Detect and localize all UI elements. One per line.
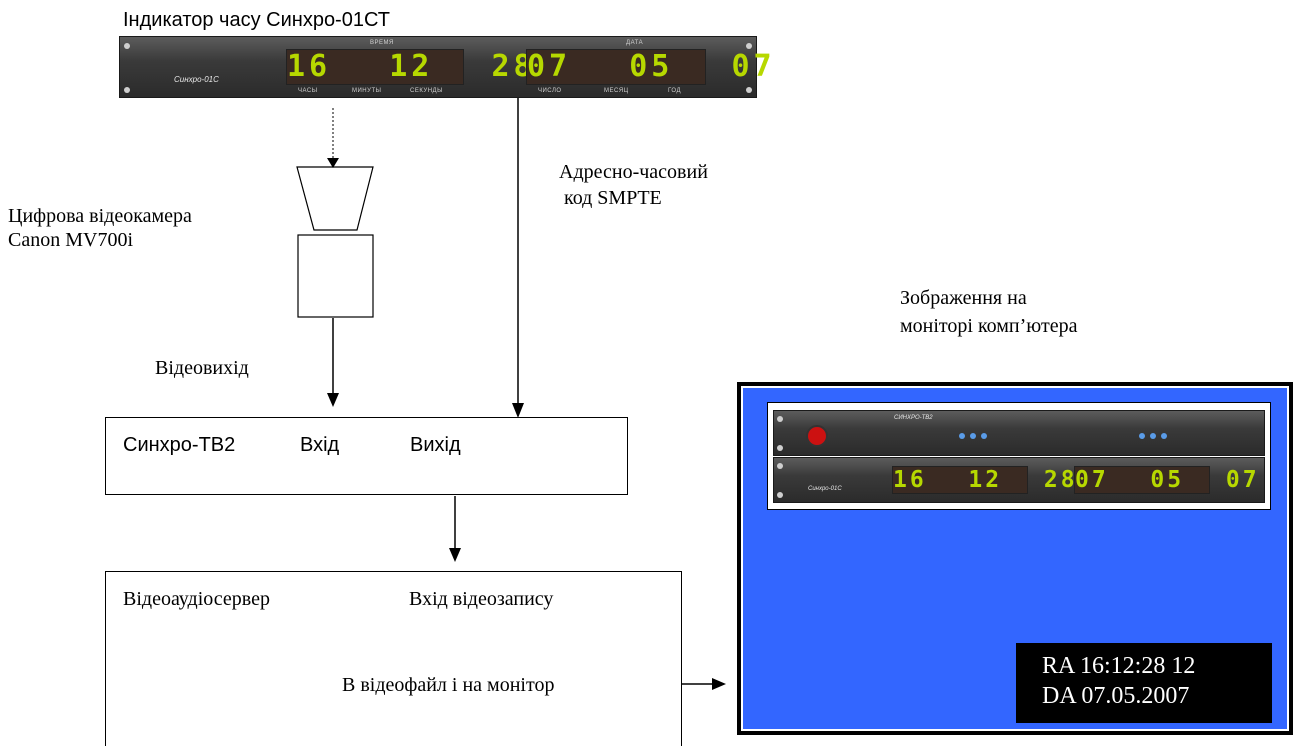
smpte-label-line1: Адресно-часовий: [559, 161, 708, 183]
day-caption: ЧИСЛО: [538, 88, 562, 94]
server-record-input-label: Вхід відеозапису: [409, 588, 554, 610]
power-button-icon: [806, 425, 828, 447]
osd-time-line: RA 16:12:28 12: [1042, 653, 1196, 679]
monitor-caption-line1: Зображення на: [900, 287, 1027, 309]
camera-output-label: Відеовихід: [155, 357, 249, 379]
rack-screw: [746, 43, 752, 49]
sync-tv2-name: Синхро-ТВ2: [123, 434, 236, 456]
indicator-title: Індикатор часу Синхро-01СТ: [123, 9, 390, 31]
month-digits: 05: [629, 49, 674, 84]
server-name: Відеоаудіосервер: [123, 588, 270, 610]
frame-hours-digits: 16: [893, 467, 927, 493]
led-icon: [1139, 433, 1145, 439]
month-caption: МЕСЯЦ: [604, 88, 629, 94]
frame-sync-01s-device: Синхро-01С 16 12 28 07 05 07: [773, 457, 1265, 503]
year-caption: ГОД: [668, 88, 682, 94]
smpte-code-arrowhead: [512, 403, 524, 418]
rack-screw: [746, 87, 752, 93]
sync-tv2-box: Синхро-ТВ2 Вхід Вихід: [105, 417, 628, 495]
sync-to-server-arrowhead: [449, 548, 461, 562]
camera-label-line2: Canon MV700i: [8, 229, 133, 251]
rack-screw: [777, 492, 783, 498]
date-header: ДАТА: [626, 40, 644, 46]
rack-screw: [777, 463, 783, 469]
time-header: ВРЕМЯ: [370, 40, 394, 46]
year-digits: 07: [731, 49, 776, 84]
frame-date-display: 07 05 07: [1074, 466, 1257, 494]
light-path-arrowhead: [327, 158, 339, 168]
frame-sync-tv2-device: СИНХРО-ТВ2: [773, 410, 1265, 456]
frame-minutes-digits: 12: [968, 467, 1003, 493]
led-icon: [970, 433, 976, 439]
led-icon: [981, 433, 987, 439]
monitor-caption-line2: моніторі комп’ютера: [900, 315, 1078, 337]
hours-digits: 16: [287, 49, 332, 84]
minutes-caption: МИНУТЫ: [352, 88, 382, 94]
minutes-digits: 12: [389, 49, 434, 84]
video-frame: СИНХРО-ТВ2 Синхро-01С 16 12 28: [767, 402, 1271, 510]
camera-video-out-arrowhead: [327, 393, 339, 407]
led-icon: [1150, 433, 1156, 439]
server-to-monitor-arrowhead: [712, 678, 726, 690]
frame-day-digits: 07: [1075, 467, 1109, 493]
seconds-digits: 28: [491, 49, 536, 84]
camera-body-shape: [297, 234, 374, 318]
smpte-label-line2: код SMPTE: [559, 187, 662, 209]
frame-top-brand: СИНХРО-ТВ2: [894, 415, 933, 421]
rack-screw: [124, 43, 130, 49]
frame-time-display: 16 12 28: [892, 466, 1075, 494]
date-display: 07 05 07: [526, 49, 772, 85]
frame-year-digits: 07: [1225, 467, 1260, 493]
time-display: 16 12 28: [286, 49, 532, 85]
computer-monitor: СИНХРО-ТВ2 Синхро-01С 16 12 28: [737, 382, 1293, 735]
camera-lens-shape: [296, 166, 374, 231]
frame-seconds-digits: 28: [1043, 467, 1078, 493]
video-audio-server-box: Відеоаудіосервер Вхід відеозапису В віде…: [105, 571, 682, 746]
sync-tv2-output-label: Вихід: [410, 434, 461, 456]
sync-tv2-input-label: Вхід: [300, 434, 340, 456]
frame-month-digits: 05: [1150, 467, 1185, 493]
frame-bottom-brand: Синхро-01С: [808, 486, 842, 492]
day-digits: 07: [527, 49, 572, 84]
server-output-label: В відеофайл і на монітор: [342, 674, 555, 696]
rack-screw: [777, 416, 783, 422]
osd-date-line: DA 07.05.2007: [1042, 683, 1190, 709]
led-icon: [959, 433, 965, 439]
monitor-screen: СИНХРО-ТВ2 Синхро-01С 16 12 28: [741, 386, 1289, 731]
timecode-osd: RA 16:12:28 12 DA 07.05.2007: [1016, 643, 1272, 723]
seconds-caption: СЕКУНДЫ: [410, 88, 443, 94]
led-icon: [1161, 433, 1167, 439]
sync-01st-indicator-device: Синхро-01С ВРЕМЯ ДАТА 16 12 28 07 05 07 …: [119, 36, 772, 98]
camera-label-line1: Цифрова відеокамера: [8, 205, 192, 227]
device-brand-label: Синхро-01С: [174, 75, 219, 84]
hours-caption: ЧАСЫ: [298, 88, 318, 94]
rack-screw: [777, 445, 783, 451]
rack-screw: [124, 87, 130, 93]
